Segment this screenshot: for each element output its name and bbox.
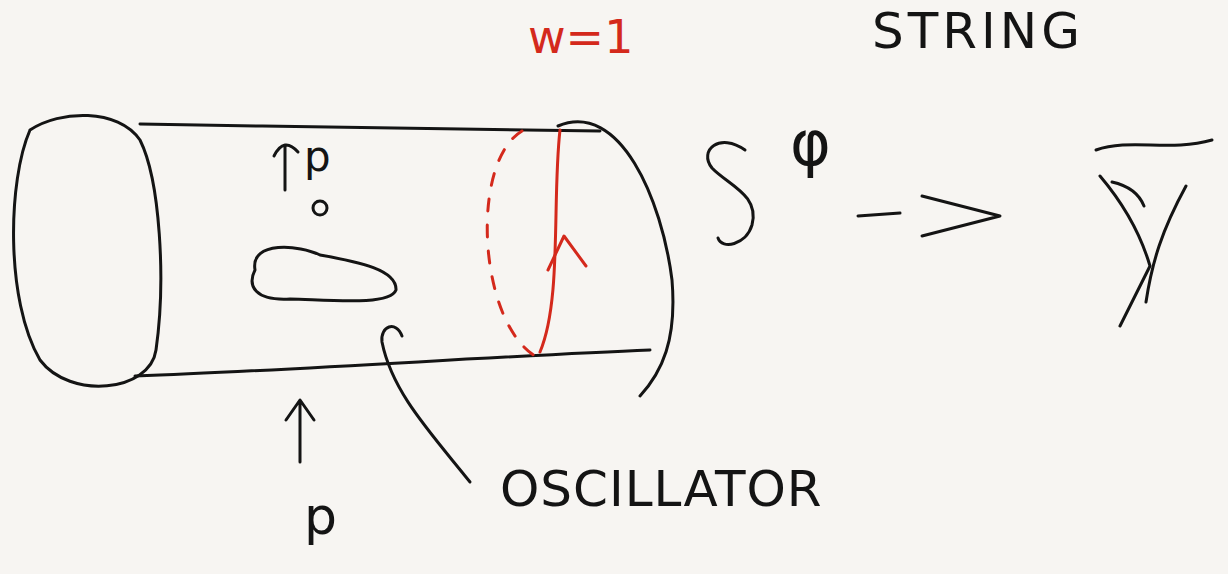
map-squiggle	[708, 143, 754, 245]
winding-loop-hidden	[487, 131, 535, 356]
target-space	[1096, 140, 1212, 150]
momentum-label: p	[304, 488, 337, 545]
momentum-dot	[313, 201, 327, 215]
map-arrow	[858, 213, 900, 216]
cylinder-right-end	[558, 122, 673, 396]
momentum-arrow	[286, 400, 314, 462]
map-label: φ	[790, 110, 831, 178]
momentum-label: p	[304, 134, 331, 180]
oscillator-label: OSCILLATOR	[500, 462, 823, 517]
target-space	[1100, 176, 1150, 326]
target-space	[1146, 186, 1186, 302]
momentum-arrow	[274, 145, 298, 190]
title-text: STRING	[872, 4, 1084, 59]
target-space	[1112, 182, 1144, 206]
winding-arrow	[548, 236, 586, 270]
winding-label: w=1	[528, 12, 633, 63]
map-arrow	[922, 196, 1000, 236]
cylinder-top-edge	[140, 124, 600, 131]
oscillator-blob	[252, 247, 396, 301]
cylinder-left-end	[14, 115, 161, 386]
leader-line	[382, 327, 470, 482]
winding-loop	[540, 130, 560, 352]
